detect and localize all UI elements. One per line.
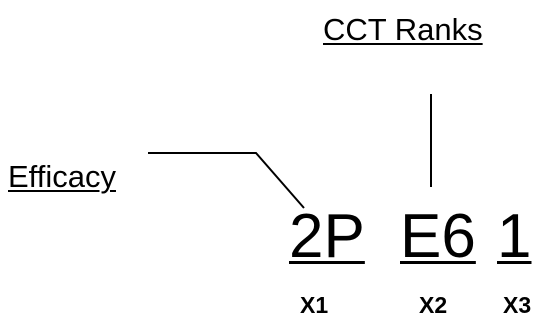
position-label-x1: X1 xyxy=(300,292,329,318)
position-label-x2: X2 xyxy=(419,292,448,318)
cct-ranks-label: CCT Ranks xyxy=(323,12,483,47)
code-segment-x2: E6 xyxy=(400,202,476,271)
efficacy-connector xyxy=(148,152,305,209)
efficacy-label: Efficacy xyxy=(8,159,116,194)
code-segment-x1: 2P xyxy=(289,202,365,271)
position-label-x3: X3 xyxy=(503,292,532,318)
code-segment-x3: 1 xyxy=(497,202,532,271)
